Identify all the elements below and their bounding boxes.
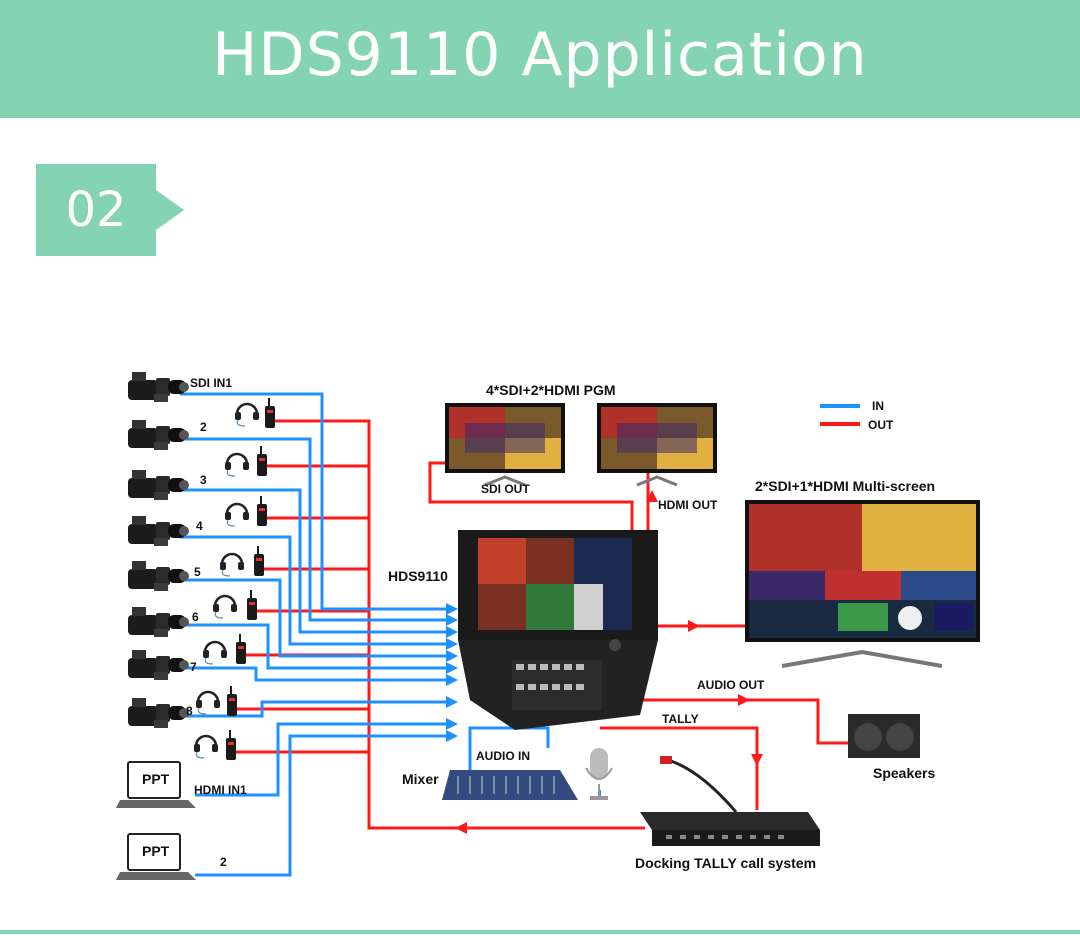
label-hdmi-in2: 2 xyxy=(220,855,227,869)
legend: IN OUT xyxy=(820,399,894,432)
mixer-icon xyxy=(442,770,578,800)
label-sdi-out: SDI OUT xyxy=(481,482,530,496)
label-input-8: 8 xyxy=(186,704,193,718)
label-multiscreen: 2*SDI+1*HDMI Multi-screen xyxy=(755,478,935,494)
label-mixer: Mixer xyxy=(402,771,439,787)
section-badge-arrow xyxy=(156,190,184,230)
label-tally: TALLY xyxy=(662,712,699,726)
audio-in-line xyxy=(468,726,550,770)
speaker-icon xyxy=(848,714,920,758)
label-pgm: 4*SDI+2*HDMI PGM xyxy=(486,382,616,398)
label-audio-out: AUDIO OUT xyxy=(697,678,765,692)
label-hdmi-out: HDMI OUT xyxy=(658,498,718,512)
header-banner xyxy=(0,0,1080,118)
label-docking: Docking TALLY call system xyxy=(635,855,816,871)
legend-in-label: IN xyxy=(872,399,884,413)
laptop-2-screen-text: PPT xyxy=(142,843,170,859)
bottom-divider xyxy=(0,930,1080,934)
camcorder-icon xyxy=(128,372,189,728)
label-speakers: Speakers xyxy=(873,765,935,781)
tally-rack-icon xyxy=(640,812,820,846)
laptop-1-screen-text: PPT xyxy=(142,771,170,787)
label-input-3: 3 xyxy=(200,473,207,487)
input-arrowheads xyxy=(446,603,458,742)
multiscreen-monitor-icon xyxy=(745,500,980,668)
label-input-7: 7 xyxy=(190,660,197,674)
section-number: 02 xyxy=(65,182,127,238)
label-input-6: 6 xyxy=(192,610,199,624)
label-input-4: 4 xyxy=(196,519,203,533)
input-lines xyxy=(180,392,450,877)
monitor-icon xyxy=(443,401,719,487)
label-hdmi-in1: HDMI IN1 xyxy=(194,783,247,797)
switcher-icon xyxy=(458,530,658,730)
label-input-2: 2 xyxy=(200,420,207,434)
label-device: HDS9110 xyxy=(388,568,448,584)
gooseneck-mic-icon xyxy=(660,756,738,813)
label-sdi-in1: SDI IN1 xyxy=(190,376,232,390)
label-audio-in: AUDIO IN xyxy=(476,749,530,763)
tally-out-lines xyxy=(235,419,645,830)
arrow-to-radios xyxy=(455,822,467,834)
label-input-5: 5 xyxy=(194,565,201,579)
microphone-icon xyxy=(585,748,613,800)
legend-out-label: OUT xyxy=(868,418,894,432)
page-title: HDS9110 Application xyxy=(212,20,868,90)
section-badge xyxy=(36,164,156,256)
